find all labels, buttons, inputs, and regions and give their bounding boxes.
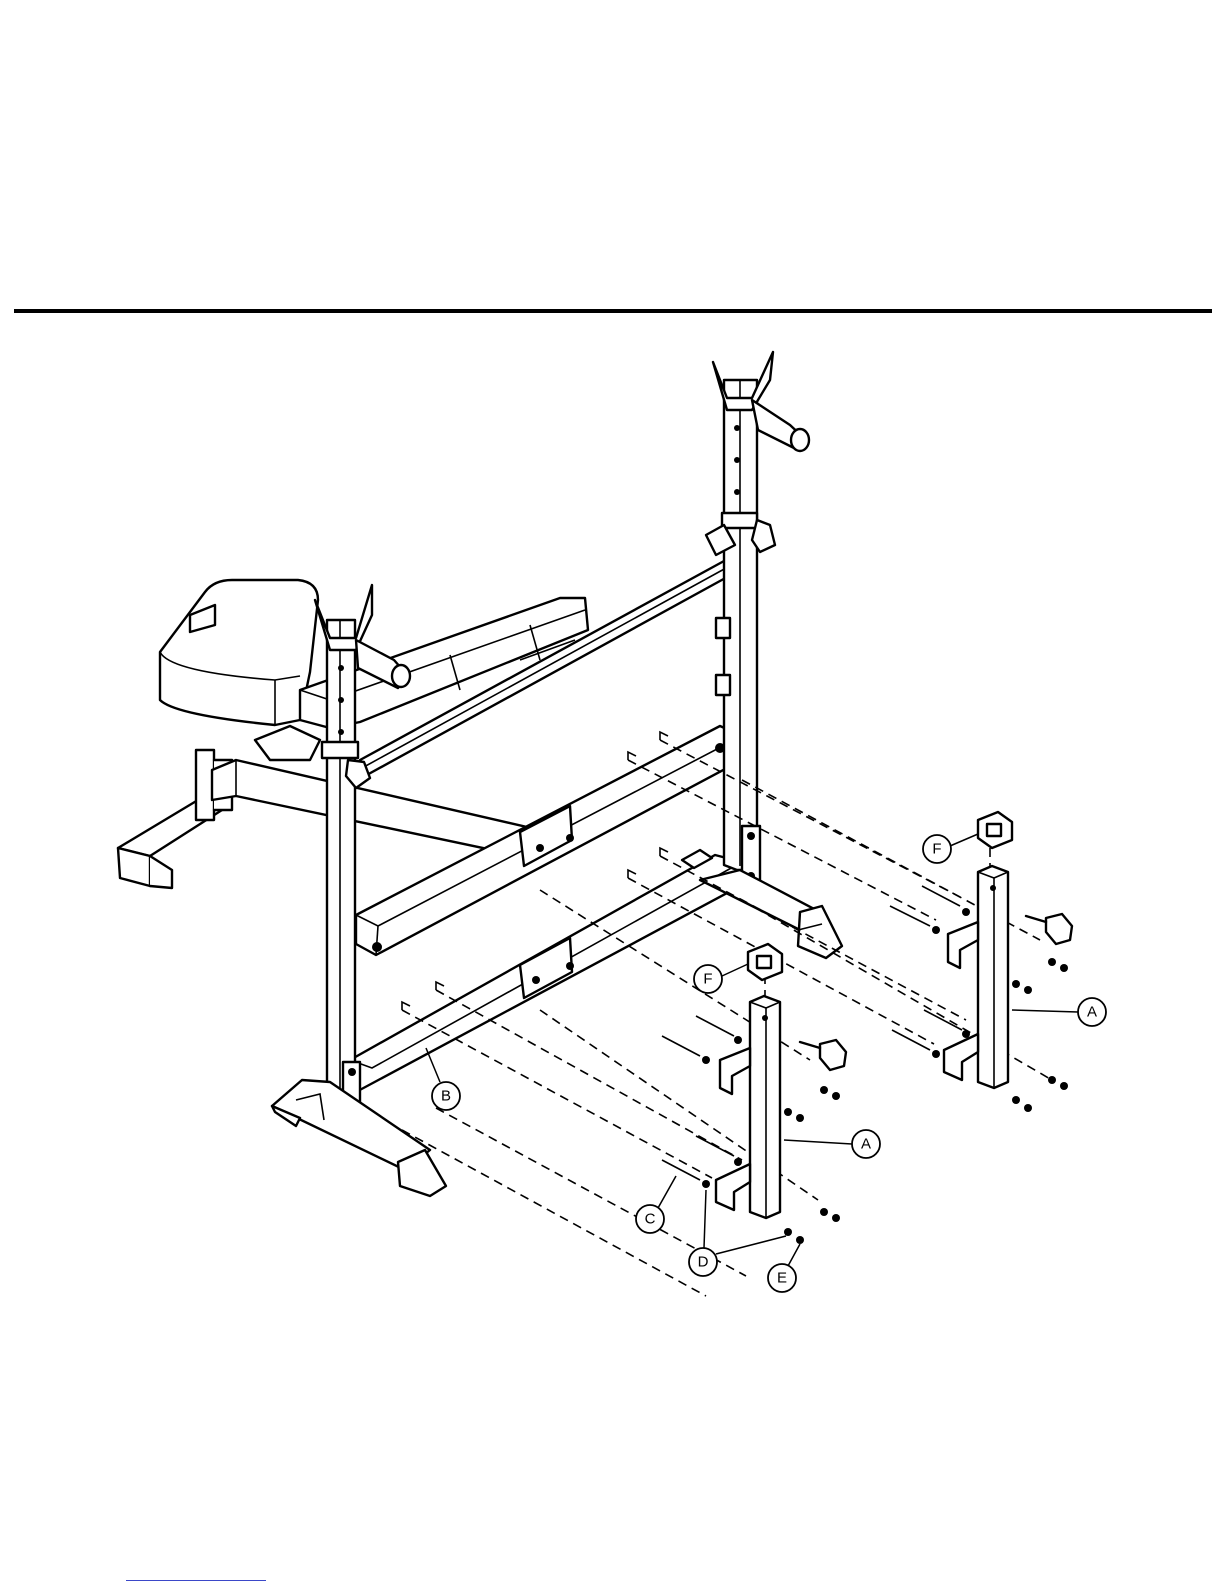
callout-label: F — [932, 841, 941, 858]
callout-e: E — [768, 1244, 800, 1292]
callout-a-front: A — [784, 1130, 880, 1158]
rear-leg-assembly — [890, 812, 1072, 1112]
upper-cross-tube — [356, 726, 742, 955]
front-leg-assembly — [662, 944, 846, 1244]
bench-main-rail — [212, 726, 540, 860]
footer-link-underline[interactable] — [126, 1580, 266, 1581]
callout-label: C — [645, 1211, 656, 1228]
callout-label: D — [698, 1254, 709, 1271]
callout-c: C — [636, 1176, 676, 1233]
callout-b: B — [426, 1048, 460, 1110]
callout-label: B — [441, 1088, 451, 1105]
callout-label: A — [861, 1136, 871, 1153]
callout-label: F — [703, 971, 712, 988]
callout-label: A — [1087, 1004, 1097, 1021]
callout-f-front: F — [694, 964, 748, 993]
right-upright — [706, 352, 809, 880]
callout-f-rear: F — [923, 834, 978, 863]
callout-label: E — [777, 1270, 787, 1287]
callout-a-rear: A — [1012, 998, 1106, 1026]
bench-seat — [160, 580, 318, 725]
